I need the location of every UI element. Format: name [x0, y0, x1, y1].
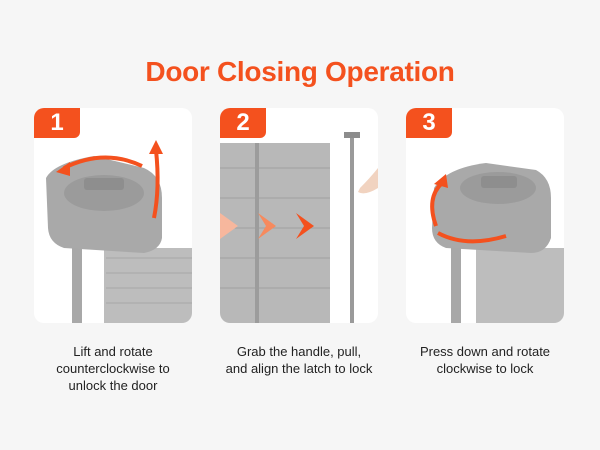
step-1-caption: Lift and rotate counterclockwise to unlo… [18, 343, 208, 394]
step-2-card: 2 [220, 108, 378, 323]
caption-line: Lift and rotate [73, 344, 153, 359]
caption-line: unlock the door [68, 378, 158, 393]
step-1-card: 1 [34, 108, 192, 323]
step-2-badge: 2 [220, 108, 266, 138]
step-1-badge: 1 [34, 108, 80, 138]
step-3-caption: Press down and rotate clockwise to lock [390, 343, 580, 377]
latch-lock-illustration [430, 163, 564, 323]
caption-line: clockwise to lock [436, 361, 534, 376]
page-title: Door Closing Operation [145, 56, 455, 87]
step-3-card: 3 [406, 108, 564, 323]
caption-line: counterclockwise to [56, 361, 170, 376]
latch-unlock-illustration [46, 140, 192, 323]
step-2-caption: Grab the handle, pull, and align the lat… [204, 343, 394, 377]
caption-line: Grab the handle, pull, [236, 344, 362, 359]
gate-pull-illustration [220, 132, 378, 323]
step-3-badge: 3 [406, 108, 452, 138]
caption-line: and align the latch to lock [225, 361, 373, 376]
caption-line: Press down and rotate [419, 344, 551, 359]
